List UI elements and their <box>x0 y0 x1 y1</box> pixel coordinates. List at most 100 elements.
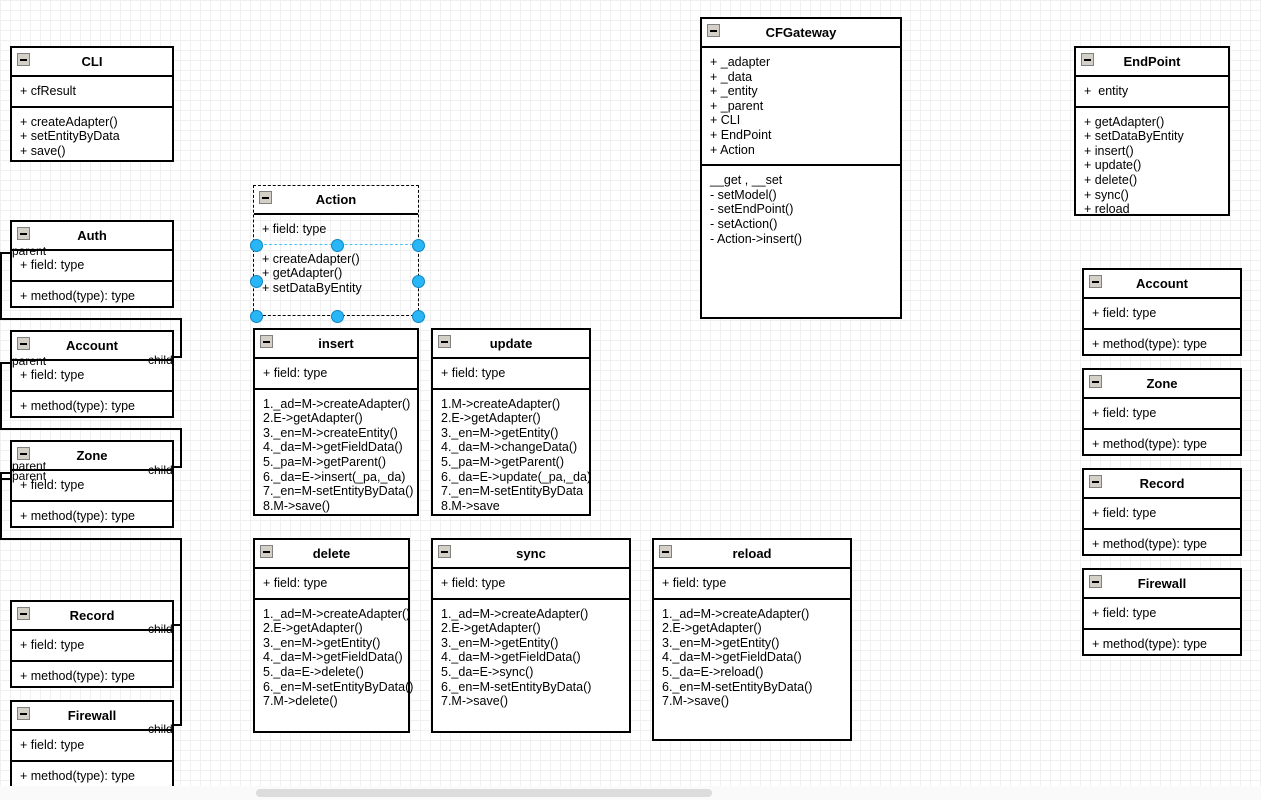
resize-handle-s[interactable] <box>330 309 344 323</box>
association-line[interactable] <box>0 362 2 430</box>
class-title-bar[interactable]: Account <box>12 332 172 361</box>
resize-handle-w[interactable] <box>249 274 263 288</box>
association-line[interactable] <box>0 472 12 474</box>
minus-square-icon[interactable] <box>259 191 272 204</box>
class-box-firewall-left[interactable]: Firewall+ field: type+ method(type): typ… <box>10 700 174 788</box>
class-attributes: + field: type <box>1084 499 1240 528</box>
class-box-account-right[interactable]: Account+ field: type+ method(type): type <box>1082 268 1242 356</box>
horizontal-scrollbar[interactable] <box>0 786 1261 800</box>
class-box-zone-right[interactable]: Zone+ field: type+ method(type): type <box>1082 368 1242 456</box>
association-line[interactable] <box>0 252 12 254</box>
minus-square-icon[interactable] <box>1081 53 1094 66</box>
class-attributes: + field: type <box>1084 599 1240 628</box>
resize-handle-se[interactable] <box>411 309 425 323</box>
class-method-row: + method(type): type <box>1092 636 1207 651</box>
class-method-row: 1._ad=M->createAdapter() <box>263 396 411 411</box>
class-method-row: 1._ad=M->createAdapter() <box>441 606 589 621</box>
minus-square-icon[interactable] <box>438 545 451 558</box>
class-attributes: + field: type <box>255 359 417 388</box>
class-title-bar[interactable]: sync <box>433 540 629 569</box>
class-method-row: + setDataByEntity <box>262 280 362 295</box>
minus-square-icon[interactable] <box>1089 575 1102 588</box>
minus-square-icon[interactable] <box>707 24 720 37</box>
class-attributes: + field: type <box>255 569 408 598</box>
resize-handle-e[interactable] <box>411 274 425 288</box>
minus-square-icon[interactable] <box>17 607 30 620</box>
horizontal-scrollbar-thumb[interactable] <box>256 789 712 797</box>
association-line[interactable] <box>180 624 182 724</box>
class-method-row: 6._da=E->insert(_pa,_da) <box>263 469 406 484</box>
minus-square-icon[interactable] <box>438 335 451 348</box>
association-line[interactable] <box>180 428 182 468</box>
association-line[interactable] <box>0 362 12 364</box>
minus-square-icon[interactable] <box>659 545 672 558</box>
class-box-action[interactable]: Action+ field: type+ createAdapter()+ ge… <box>253 185 419 316</box>
class-box-cfgateway[interactable]: CFGateway+ _adapter+ _data+ _entity+ _pa… <box>700 17 902 319</box>
resize-handle-ne[interactable] <box>411 238 425 252</box>
association-line[interactable] <box>180 538 182 626</box>
class-box-endpoint[interactable]: EndPoint+ entity+ getAdapter()+ setDataB… <box>1074 46 1230 216</box>
association-line[interactable] <box>0 252 2 320</box>
class-title-bar[interactable]: Zone <box>12 442 172 471</box>
class-method-row: 3._en=M->getEntity() <box>662 635 780 650</box>
class-title-bar[interactable]: CLI <box>12 48 172 77</box>
resize-handle-n[interactable] <box>330 238 344 252</box>
class-box-zone-left[interactable]: Zone+ field: type+ method(type): type <box>10 440 174 528</box>
minus-square-icon[interactable] <box>17 337 30 350</box>
class-title-bar[interactable]: Record <box>12 602 172 631</box>
class-box-insert[interactable]: insert+ field: type 1._ad=M->createAdapte… <box>253 328 419 516</box>
class-attributes: + field: type <box>12 631 172 660</box>
minus-square-icon[interactable] <box>1089 475 1102 488</box>
class-methods: 1._ad=M->createAdapter()2.E->getAdapter(… <box>255 387 417 521</box>
class-method-row: 7._en=M-setEntityByData <box>441 484 584 499</box>
class-title-bar[interactable]: CFGateway <box>702 19 900 48</box>
class-box-firewall-right[interactable]: Firewall + field: type + method(type): typ… <box>1082 568 1242 656</box>
minus-square-icon[interactable] <box>17 227 30 240</box>
class-method-row: 5._da=E->reload() <box>662 664 764 679</box>
association-line[interactable] <box>0 478 2 540</box>
class-title-bar[interactable]: Zone <box>1084 370 1240 399</box>
association-line[interactable] <box>0 478 12 480</box>
association-line[interactable] <box>0 428 182 430</box>
minus-square-icon[interactable] <box>260 335 273 348</box>
class-title-bar[interactable]: insert <box>255 330 417 359</box>
class-box-record-right[interactable]: Record+ field: type+ method(type): type <box>1082 468 1242 556</box>
class-box-cli[interactable]: CLI+ cfResult+ createAdapter()+ setEntit… <box>10 46 174 162</box>
class-title-bar[interactable]: Record <box>1084 470 1240 499</box>
class-title-bar[interactable]: reload <box>654 540 850 569</box>
class-method-row: 7.M->save() <box>441 694 509 709</box>
minus-square-icon[interactable] <box>1089 375 1102 388</box>
class-name: Firewall <box>1137 576 1187 591</box>
class-title-bar[interactable]: delete <box>255 540 408 569</box>
class-methods: + method(type): type <box>1084 327 1240 359</box>
class-name: EndPoint <box>1123 54 1181 69</box>
class-title-bar[interactable]: Firewall <box>12 702 172 731</box>
class-box-record-left[interactable]: Record+ field: type+ method(type): type <box>10 600 174 688</box>
class-title-bar[interactable]: update <box>433 330 589 359</box>
class-title-bar[interactable]: Action <box>254 186 418 215</box>
class-attribute-row: + cfResult <box>20 84 76 98</box>
class-title-bar[interactable]: Auth <box>12 222 172 251</box>
association-line[interactable] <box>180 318 182 358</box>
association-role-label: parent <box>12 354 47 368</box>
class-title-bar[interactable]: EndPoint <box>1076 48 1228 77</box>
class-box-auth[interactable]: Auth+ field: type+ method(type): type <box>10 220 174 308</box>
minus-square-icon[interactable] <box>17 447 30 460</box>
association-line[interactable] <box>0 538 182 540</box>
minus-square-icon[interactable] <box>17 707 30 720</box>
class-title-bar[interactable]: Account <box>1084 270 1240 299</box>
class-box-account-left[interactable]: Account+ field: type+ method(type): type <box>10 330 174 418</box>
resize-handle-nw[interactable] <box>249 238 263 252</box>
class-title-bar[interactable]: Firewall <box>1084 570 1240 599</box>
association-line[interactable] <box>0 318 182 320</box>
minus-square-icon[interactable] <box>260 545 273 558</box>
minus-square-icon[interactable] <box>17 53 30 66</box>
minus-square-icon[interactable] <box>1089 275 1102 288</box>
resize-handle-sw[interactable] <box>249 309 263 323</box>
class-method-row: 2.E->getAdapter() <box>662 621 762 636</box>
